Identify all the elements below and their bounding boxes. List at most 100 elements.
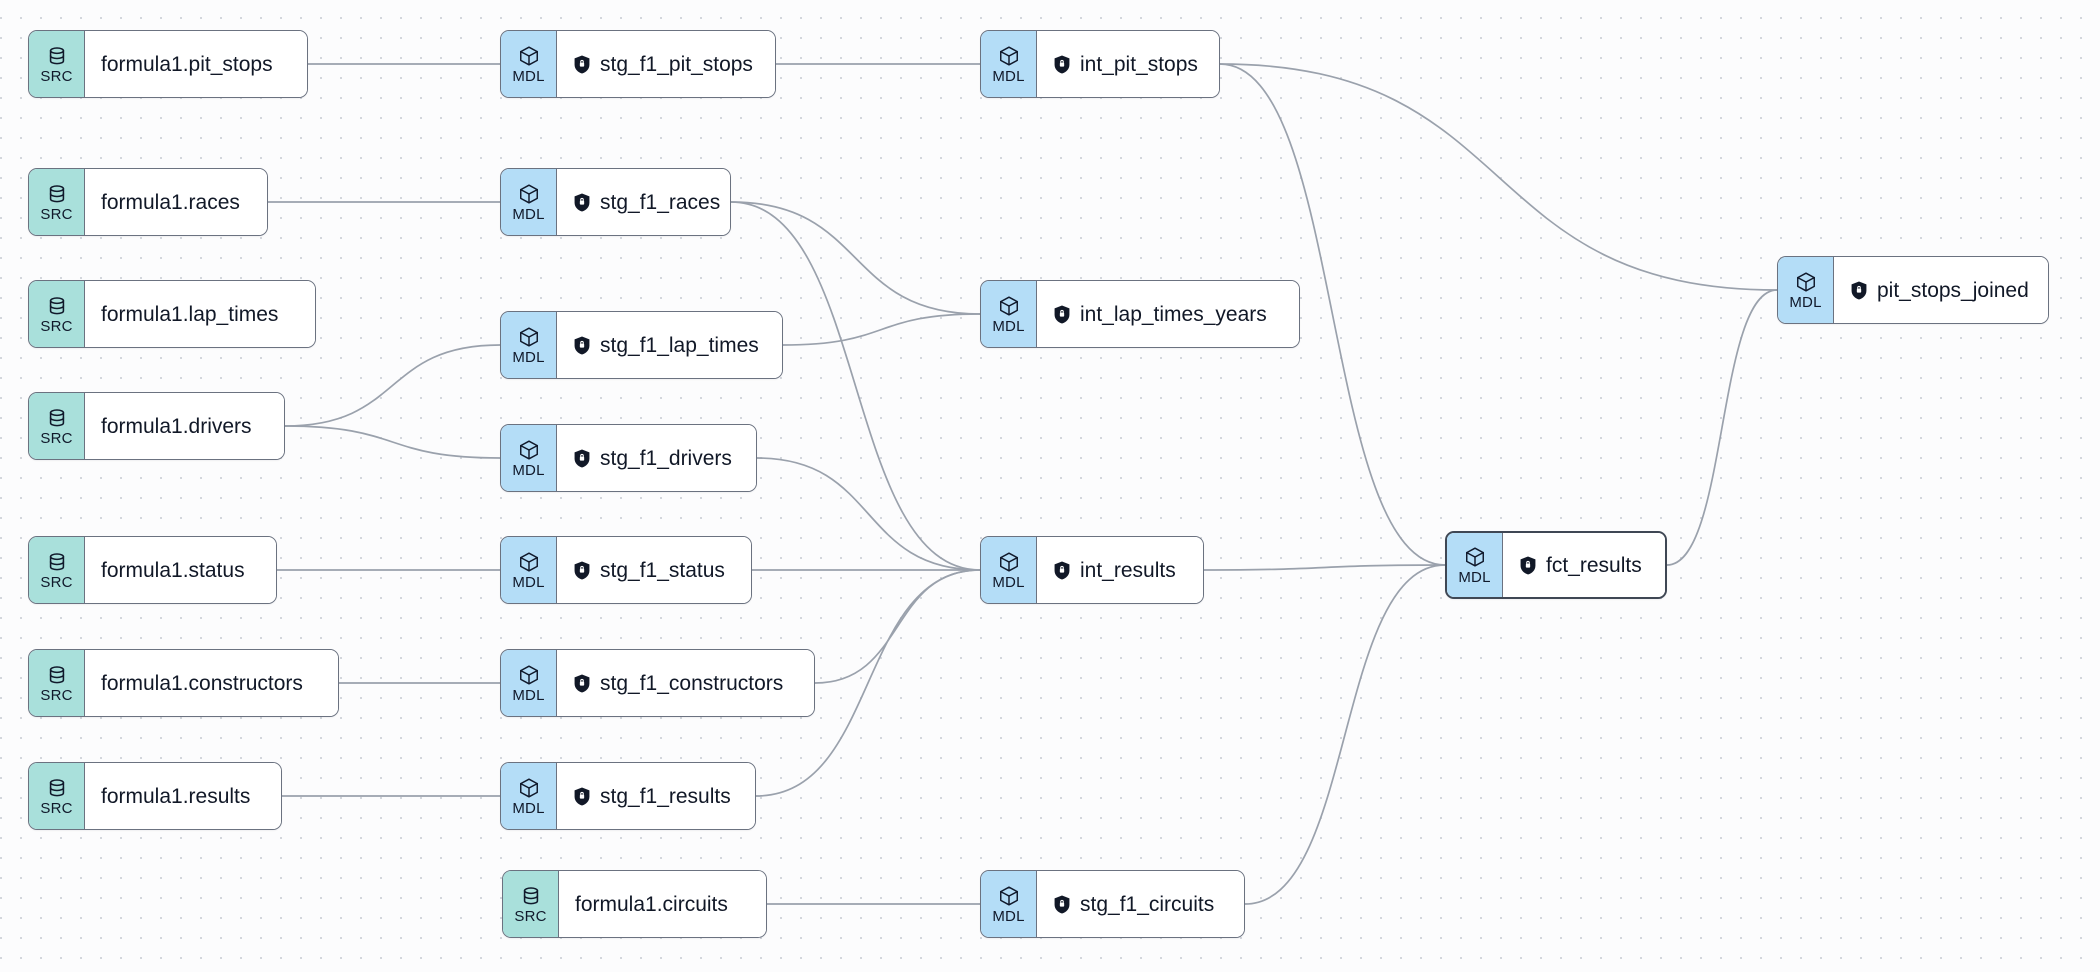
edge-stg_races-to-int_lap_times_years	[730, 201, 981, 315]
cube-icon	[518, 777, 540, 799]
node-body: pit_stops_joined	[1834, 257, 2048, 323]
node-body: stg_f1_results	[557, 763, 755, 829]
badge-label: SRC	[40, 686, 73, 704]
edge-fct_results-to-pit_stops_joined	[1666, 289, 1778, 566]
node-label: stg_f1_drivers	[600, 446, 732, 470]
shield-lock-icon	[573, 674, 591, 693]
badge-label: MDL	[512, 686, 545, 704]
model-badge: MDL	[981, 31, 1037, 97]
graph-node-src_results[interactable]: SRC formula1.results	[28, 762, 282, 830]
node-body: fct_results	[1503, 533, 1665, 597]
model-badge: MDL	[1778, 257, 1834, 323]
shield-lock-icon	[573, 193, 591, 212]
graph-node-src_pit_stops[interactable]: SRC formula1.pit_stops	[28, 30, 308, 98]
badge-label: MDL	[512, 799, 545, 817]
graph-node-stg_status[interactable]: MDL stg_f1_status	[500, 536, 752, 604]
badge-label: SRC	[40, 799, 73, 817]
cube-icon	[1795, 271, 1817, 293]
shield-lock-icon	[573, 55, 591, 74]
badge-label: MDL	[992, 573, 1025, 591]
database-icon	[46, 551, 68, 573]
graph-node-stg_constructors[interactable]: MDL stg_f1_constructors	[500, 649, 815, 717]
node-body: formula1.status	[85, 537, 276, 603]
database-icon	[46, 664, 68, 686]
graph-node-stg_results[interactable]: MDL stg_f1_results	[500, 762, 756, 830]
edge-stg_circuits-to-fct_results	[1244, 564, 1446, 905]
source-badge: SRC	[29, 650, 85, 716]
graph-node-stg_drivers[interactable]: MDL stg_f1_drivers	[500, 424, 757, 492]
graph-node-fct_results[interactable]: MDL fct_results	[1445, 531, 1667, 599]
edge-stg_races-to-int_results	[730, 201, 981, 571]
database-icon	[46, 295, 68, 317]
shield-lock-icon	[573, 336, 591, 355]
database-icon	[46, 45, 68, 67]
node-label: stg_f1_constructors	[600, 671, 784, 695]
node-body: int_pit_stops	[1037, 31, 1219, 97]
badge-label: MDL	[992, 907, 1025, 925]
node-label: formula1.results	[101, 784, 251, 808]
node-label: stg_f1_pit_stops	[600, 52, 753, 76]
node-body: formula1.constructors	[85, 650, 338, 716]
cube-icon	[518, 45, 540, 67]
cube-icon	[518, 326, 540, 348]
database-icon	[46, 407, 68, 429]
badge-label: SRC	[40, 429, 73, 447]
node-label: int_lap_times_years	[1080, 302, 1267, 326]
shield-lock-icon	[573, 787, 591, 806]
source-badge: SRC	[29, 169, 85, 235]
graph-node-stg_pit_stops[interactable]: MDL stg_f1_pit_stops	[500, 30, 776, 98]
badge-label: MDL	[512, 573, 545, 591]
model-badge: MDL	[501, 31, 557, 97]
badge-label: MDL	[992, 317, 1025, 335]
badge-label: SRC	[40, 67, 73, 85]
cube-icon	[518, 439, 540, 461]
node-label: stg_f1_lap_times	[600, 333, 759, 357]
shield-lock-icon	[1053, 561, 1071, 580]
shield-lock-icon	[1053, 305, 1071, 324]
cube-icon	[518, 551, 540, 573]
edge-stg_constructors-to-int_results	[814, 569, 981, 684]
shield-lock-icon	[1053, 895, 1071, 914]
database-icon	[46, 777, 68, 799]
node-label: stg_f1_circuits	[1080, 892, 1215, 916]
source-badge: SRC	[29, 31, 85, 97]
graph-node-src_constructors[interactable]: SRC formula1.constructors	[28, 649, 339, 717]
shield-lock-icon	[1519, 556, 1537, 575]
cube-icon	[1464, 546, 1486, 568]
node-label: stg_f1_status	[600, 558, 725, 582]
badge-label: MDL	[512, 461, 545, 479]
node-body: stg_f1_pit_stops	[557, 31, 775, 97]
graph-node-stg_circuits[interactable]: MDL stg_f1_circuits	[980, 870, 1245, 938]
badge-label: MDL	[1458, 568, 1491, 586]
cube-icon	[998, 295, 1020, 317]
node-body: int_lap_times_years	[1037, 281, 1299, 347]
cube-icon	[998, 551, 1020, 573]
source-badge: SRC	[503, 871, 559, 937]
graph-node-int_lap_times_years[interactable]: MDL int_lap_times_years	[980, 280, 1300, 348]
model-badge: MDL	[981, 281, 1037, 347]
badge-label: SRC	[40, 573, 73, 591]
node-body: stg_f1_lap_times	[557, 312, 782, 378]
node-body: formula1.pit_stops	[85, 31, 307, 97]
node-body: formula1.circuits	[559, 871, 766, 937]
model-badge: MDL	[501, 763, 557, 829]
model-badge: MDL	[501, 537, 557, 603]
graph-node-src_status[interactable]: SRC formula1.status	[28, 536, 277, 604]
model-badge: MDL	[501, 425, 557, 491]
node-body: stg_f1_constructors	[557, 650, 814, 716]
node-body: formula1.lap_times	[85, 281, 315, 347]
node-body: stg_f1_races	[557, 169, 730, 235]
model-badge: MDL	[501, 169, 557, 235]
node-body: formula1.races	[85, 169, 267, 235]
